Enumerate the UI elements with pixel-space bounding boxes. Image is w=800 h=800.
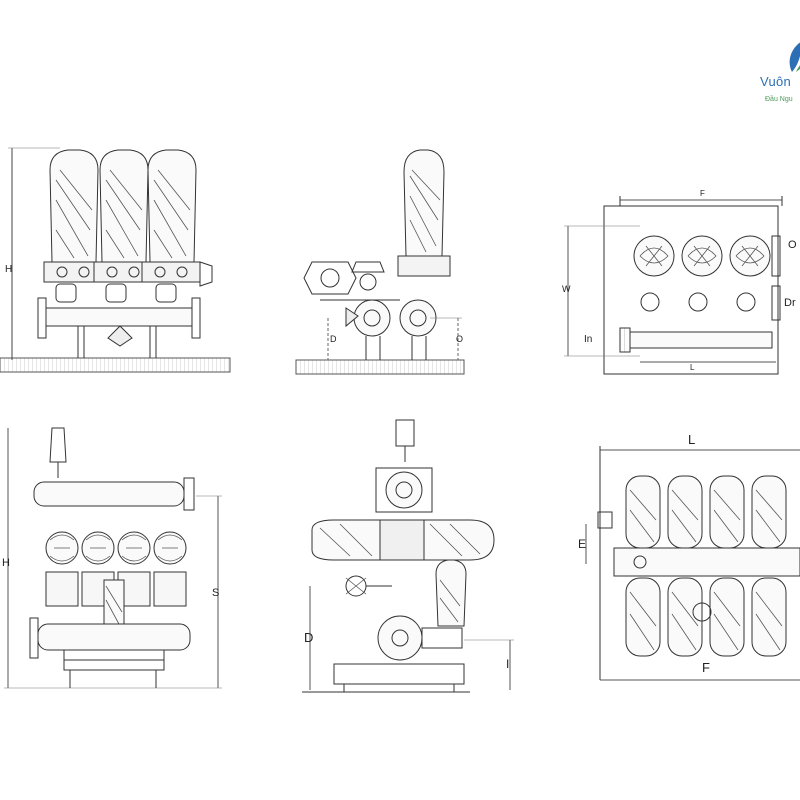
brand-logo-icon: [782, 38, 800, 74]
front4-s-label: S: [212, 587, 219, 599]
brand-name: Vuôn: [760, 74, 792, 89]
top4-capsule-1: [625, 475, 661, 549]
side4-i-label: I: [506, 657, 509, 671]
top-three-view: [564, 196, 783, 375]
filter-cylinder-1: [43, 149, 103, 283]
top4-capsule-3: [709, 475, 745, 549]
top4-f-label: F: [702, 660, 710, 675]
top-disc-1: [633, 235, 675, 277]
top-disc-2: [681, 235, 723, 277]
top-drain-label: Dr: [784, 297, 796, 309]
top-out-label: O: [788, 239, 797, 251]
side-o-label: O: [456, 334, 463, 344]
front-four-view: [4, 427, 222, 689]
top4-e-label: E: [578, 537, 586, 551]
side4-d-label: D: [304, 630, 313, 645]
front4-h-label: H: [2, 557, 10, 569]
filter-cylinder-3: [141, 149, 213, 287]
front-disc-1: [45, 531, 79, 607]
top-in-label: In: [584, 334, 592, 345]
top4-capsule-7: [709, 577, 745, 657]
top-disc-3: [729, 235, 771, 277]
front-disc-4: [153, 531, 187, 607]
top4-capsule-4: [751, 475, 787, 549]
side-single-view: [295, 149, 465, 375]
side-four-view: [302, 419, 514, 693]
top4-l-label: L: [688, 432, 695, 447]
side-d-label: D: [330, 334, 337, 344]
front-three-view: [0, 147, 231, 373]
top-f-label: F: [700, 189, 705, 198]
top4-capsule-8: [751, 577, 787, 657]
brand-tagline: Đầu Ngu: [765, 96, 793, 103]
top-l-label: L: [690, 363, 695, 372]
top4-capsule-2: [667, 475, 703, 549]
dim-h-label: H: [5, 264, 12, 275]
top-w-label: W: [562, 284, 571, 294]
top4-capsule-5: [625, 577, 661, 657]
top-four-view: [585, 446, 800, 681]
top4-capsule-6: [667, 577, 703, 657]
